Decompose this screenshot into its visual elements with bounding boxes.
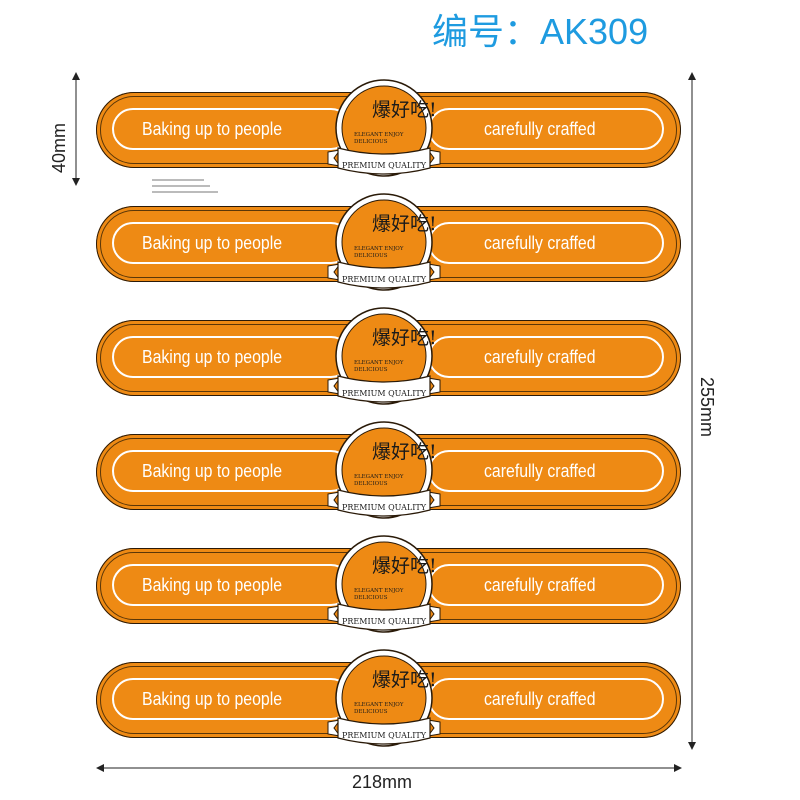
badge-line-1: ELEGANT ENJOY xyxy=(354,132,404,138)
ribbon-text: PREMIUM QUALITY xyxy=(342,275,427,284)
badge-line-2: DELICIOUS xyxy=(354,481,388,487)
badge-line-2: DELICIOUS xyxy=(354,139,388,145)
ribbon-text: PREMIUM QUALITY xyxy=(342,161,427,170)
ribbon-text: PREMIUM QUALITY xyxy=(342,389,427,398)
badge-title: 爆好吃! xyxy=(372,441,437,463)
label-strip: Baking up to people carefully craffed 爆好… xyxy=(96,193,681,291)
right-slogan: carefully craffed xyxy=(484,689,596,709)
badge-title: 爆好吃! xyxy=(372,327,437,349)
badge-line-2: DELICIOUS xyxy=(354,595,388,601)
badge-line-2: DELICIOUS xyxy=(354,367,388,373)
height-dimension-label: 40mm xyxy=(49,122,69,173)
label-strip: Baking up to people carefully craffed 爆好… xyxy=(96,307,681,405)
label-strip: Baking up to people carefully craffed 爆好… xyxy=(96,421,681,519)
badge-title: 爆好吃! xyxy=(372,213,437,235)
badge-title: 爆好吃! xyxy=(372,669,437,691)
badge-line-1: ELEGANT ENJOY xyxy=(354,474,404,480)
brand-badge: 爆好吃! ELEGANT ENJOY DELICIOUS PREMIUM QUA… xyxy=(327,535,441,633)
right-slogan: carefully craffed xyxy=(484,233,596,253)
badge-line-1: ELEGANT ENJOY xyxy=(354,246,404,252)
ribbon-text: PREMIUM QUALITY xyxy=(342,503,427,512)
width-dimension-label: 218mm xyxy=(352,772,413,792)
label-strip: Baking up to people carefully craffed 爆好… xyxy=(96,649,681,747)
brand-badge: 爆好吃! ELEGANT ENJOY DELICIOUS PREMIUM QUA… xyxy=(327,649,441,747)
badge-line-2: DELICIOUS xyxy=(354,709,388,715)
brand-badge: 爆好吃! ELEGANT ENJOY DELICIOUS PREMIUM QUA… xyxy=(327,193,441,291)
left-slogan: Baking up to people xyxy=(142,461,283,481)
badge-title: 爆好吃! xyxy=(372,99,437,121)
right-slogan: carefully craffed xyxy=(484,461,596,481)
left-slogan: Baking up to people xyxy=(142,689,283,709)
left-slogan: Baking up to people xyxy=(142,575,283,595)
ribbon-text: PREMIUM QUALITY xyxy=(342,617,427,626)
left-slogan: Baking up to people xyxy=(142,233,283,253)
badge-line-2: DELICIOUS xyxy=(354,253,388,259)
badge-title: 爆好吃! xyxy=(372,555,437,577)
badge-line-1: ELEGANT ENJOY xyxy=(354,360,404,366)
right-slogan: carefully craffed xyxy=(484,575,596,595)
right-slogan: carefully craffed xyxy=(484,119,596,139)
left-slogan: Baking up to people xyxy=(142,347,283,367)
badge-line-1: ELEGANT ENJOY xyxy=(354,588,404,594)
brand-badge: 爆好吃! ELEGANT ENJOY DELICIOUS PREMIUM QUA… xyxy=(327,307,441,405)
product-code-title: 编号：AK309 xyxy=(432,11,649,52)
badge-line-1: ELEGANT ENJOY xyxy=(354,702,404,708)
total-height-dimension-label: 255mm xyxy=(697,377,717,438)
left-slogan: Baking up to people xyxy=(142,119,283,139)
small-spec-note xyxy=(150,175,220,197)
ribbon-text: PREMIUM QUALITY xyxy=(342,731,427,740)
label-strip: Baking up to people carefully craffed 爆好… xyxy=(96,535,681,633)
brand-badge: 爆好吃! ELEGANT ENJOY DELICIOUS PREMIUM QUA… xyxy=(327,79,441,177)
label-strip: Baking up to people carefully craffed 爆好… xyxy=(96,79,681,177)
brand-badge: 爆好吃! ELEGANT ENJOY DELICIOUS PREMIUM QUA… xyxy=(327,421,441,519)
right-slogan: carefully craffed xyxy=(484,347,596,367)
